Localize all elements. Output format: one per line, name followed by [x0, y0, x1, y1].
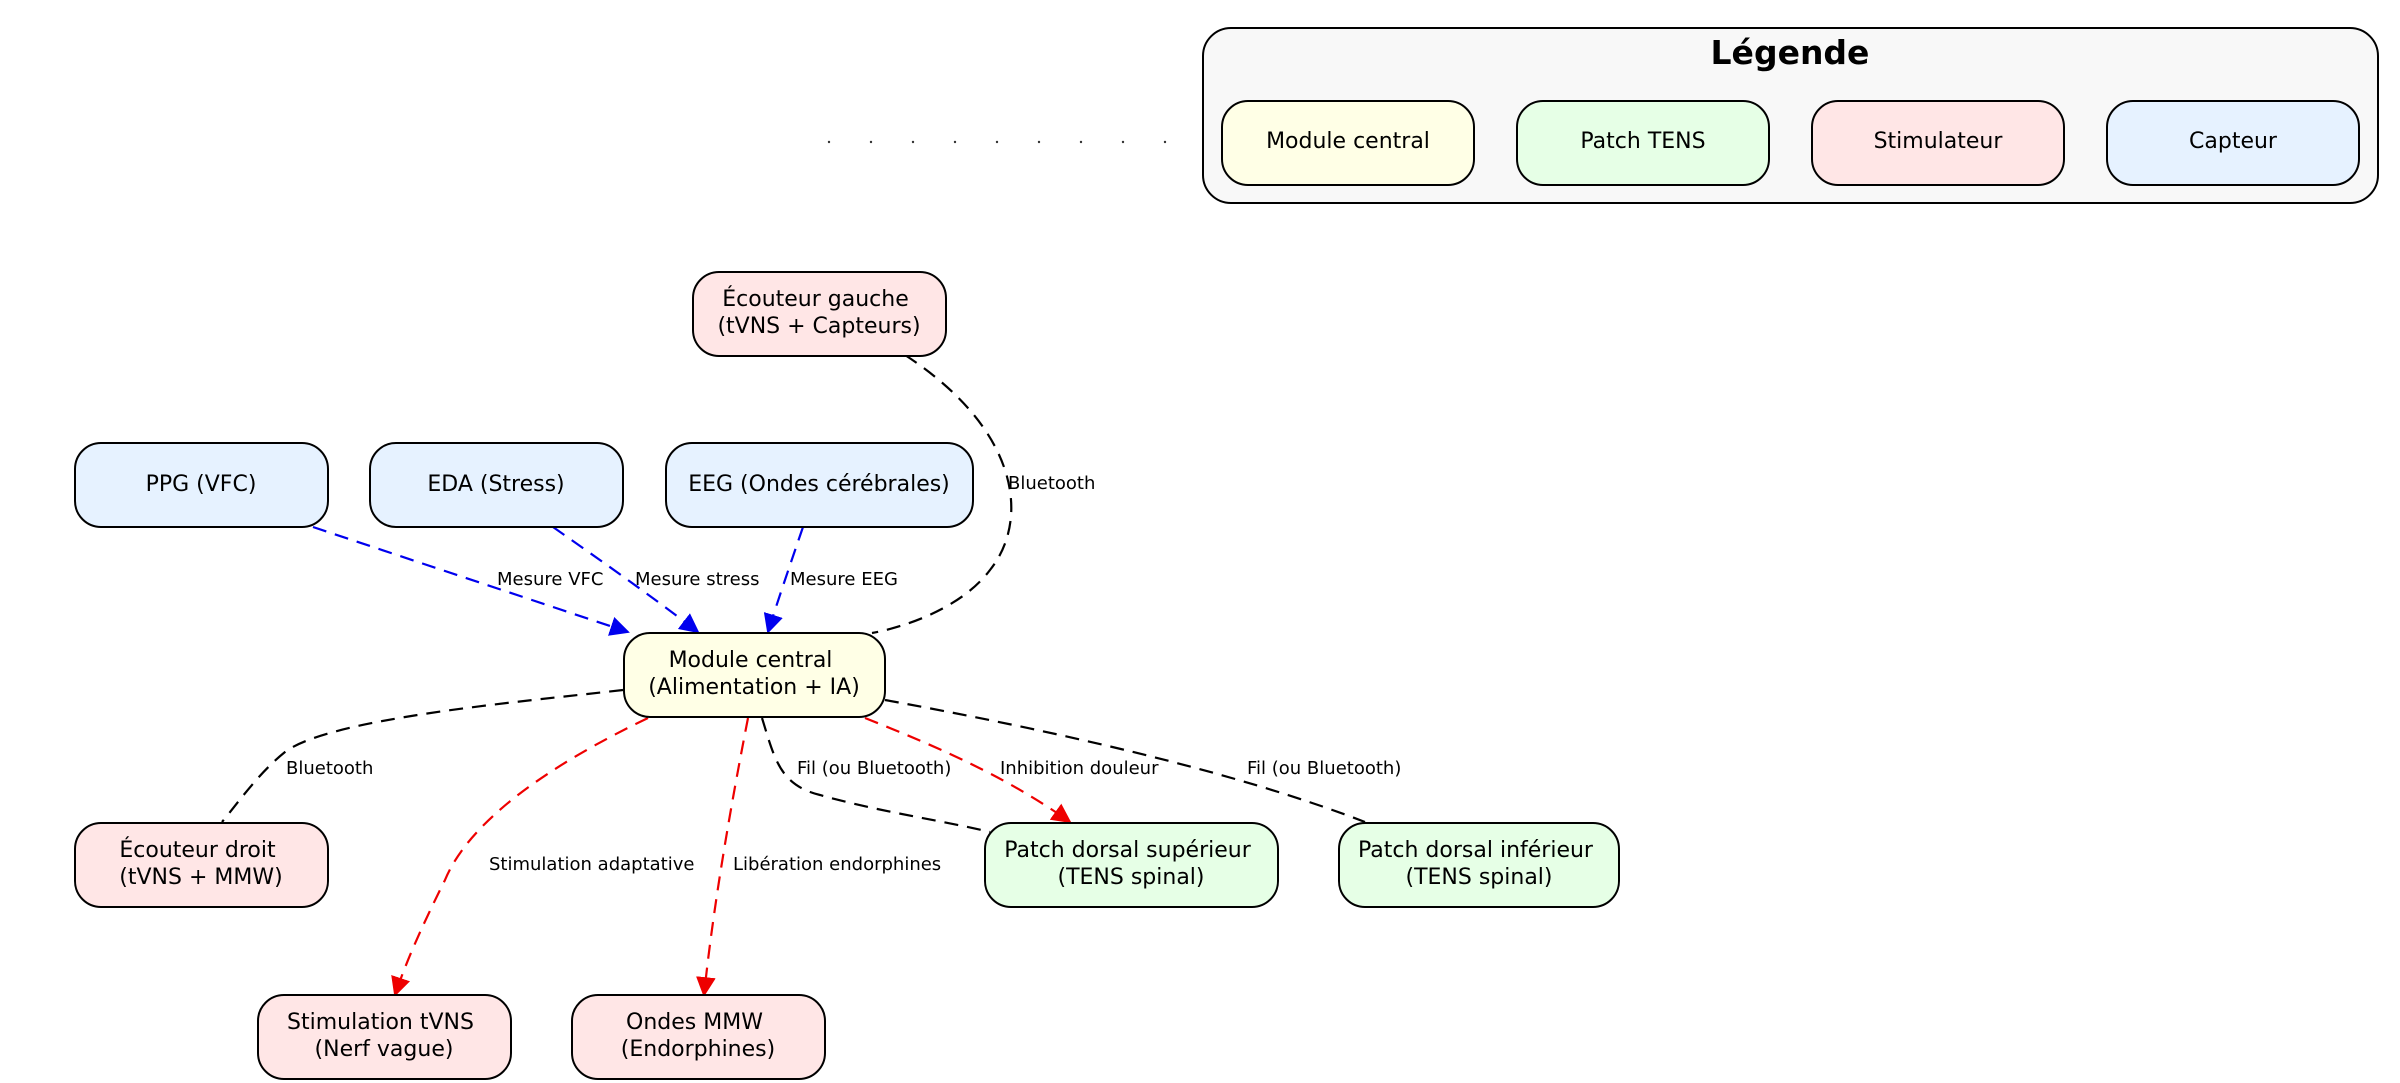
- edge-mesure-eeg: [763, 526, 805, 634]
- node-label-line1: Module central: [669, 648, 833, 673]
- edge-liberation-endorphines: [696, 717, 750, 997]
- node-label-line2: (TENS spinal): [1058, 865, 1205, 890]
- edge-label-inhibition-douleur: Inhibition douleur: [1000, 758, 1159, 779]
- node-label-line1: EEG (Ondes cérébrales): [688, 472, 950, 497]
- edge-inhibition-douleur: [864, 716, 1072, 824]
- svg-text:Patch dorsal supérieur: Patch dorsal supérieur (TENS spinal): [1004, 838, 1258, 890]
- node-patch-inferieur: Patch dorsal inférieur (TENS spinal): [1338, 822, 1620, 908]
- svg-text:Écouteur droit (tVNS +: Écouteur droit (tVNS + MMW): [119, 837, 282, 890]
- edge-label-bluetooth-droit: Bluetooth: [286, 758, 373, 779]
- legend-item-label: Capteur: [2189, 129, 2278, 154]
- edge-mesure-vfc: [312, 525, 630, 636]
- legend-item-label: Patch TENS: [1580, 129, 1705, 154]
- edge-label-mesure-vfc: Mesure VFC: [497, 569, 603, 590]
- edge-bluetooth-gauche: [871, 354, 1013, 635]
- edge-label-fil-superieur: Fil (ou Bluetooth): [797, 758, 951, 779]
- node-ecouteur-droit: Écouteur droit (tVNS + MMW): [74, 822, 329, 908]
- legend-item-patch: Patch TENS: [1516, 100, 1770, 186]
- edge-bluetooth-droit: [221, 688, 624, 823]
- edge-label-fil-inferieur: Fil (ou Bluetooth): [1247, 758, 1401, 779]
- node-stimulation-tvns: Stimulation tVNS (Nerf vague): [257, 994, 512, 1080]
- node-patch-superieur: Patch dorsal supérieur (TENS spinal): [984, 822, 1279, 908]
- svg-text:Module central (Alimen: Module central (Alimentation + IA): [648, 648, 860, 700]
- legend-dotted-line: [827, 140, 1167, 144]
- svg-text:Écouteur gauche (tVNS: Écouteur gauche (tVNS + Capteurs): [717, 286, 920, 339]
- edge-label-mesure-eeg: Mesure EEG: [790, 569, 898, 590]
- node-eda: EDA (Stress): [369, 442, 624, 528]
- legend-box: [1202, 27, 2379, 204]
- node-label-line1: PPG (VFC): [146, 472, 257, 497]
- legend-item-sensor: Capteur: [2106, 100, 2360, 186]
- node-label-line1: Ondes MMW: [626, 1010, 763, 1035]
- node-label-line2: (TENS spinal): [1406, 865, 1553, 890]
- node-label-line1: Écouteur droit: [119, 837, 276, 863]
- edge-stimulation-adaptative: [391, 717, 649, 997]
- legend-item-label: Module central: [1266, 129, 1430, 154]
- edge-label-liberation-endorphines: Libération endorphines: [733, 854, 941, 875]
- svg-text:Stimulation tVNS (Nerf: Stimulation tVNS (Nerf vague): [287, 1010, 481, 1062]
- node-label-line2: (Alimentation + IA): [648, 675, 860, 700]
- node-ecouteur-gauche: Écouteur gauche (tVNS + Capteurs): [692, 271, 947, 357]
- node-ondes-mmw: Ondes MMW (Endorphines): [571, 994, 826, 1080]
- edge-fil-superieur: [760, 717, 991, 834]
- edge-fil-inferieur: [884, 698, 1366, 824]
- node-label-line1: Patch dorsal supérieur: [1004, 838, 1251, 863]
- node-label-line2: (tVNS + Capteurs): [717, 314, 920, 339]
- legend-title: Légende: [1711, 33, 1870, 72]
- node-label-line1: Patch dorsal inférieur: [1358, 838, 1594, 863]
- node-label-line2: (tVNS + MMW): [119, 865, 282, 890]
- svg-text:Ondes MMW (Endorphines: Ondes MMW (Endorphines): [621, 1010, 775, 1062]
- node-label-line1: EDA (Stress): [427, 472, 564, 497]
- edge-label-mesure-stress: Mesure stress: [635, 569, 759, 590]
- edges: [221, 354, 1366, 997]
- node-label-line2: (Endorphines): [621, 1037, 775, 1062]
- node-label-line1: Écouteur gauche: [722, 286, 909, 312]
- legend: Légende Module central Patch TENS Stimul…: [1202, 27, 2379, 204]
- edge-label-bluetooth-gauche: Bluetooth: [1008, 473, 1095, 494]
- node-label-line1: Stimulation tVNS: [287, 1010, 474, 1035]
- edge-labels: Bluetooth Mesure VFC Mesure stress Mesur…: [286, 473, 1401, 875]
- edge-label-stimulation-adaptative: Stimulation adaptative: [489, 854, 694, 875]
- legend-item-label: Stimulateur: [1874, 129, 2004, 154]
- node-module-central: Module central (Alimentation + IA): [623, 632, 886, 718]
- node-eeg: EEG (Ondes cérébrales): [665, 442, 974, 528]
- nodes: Écouteur gauche (tVNS + Capteurs) PPG (V…: [74, 271, 1620, 1080]
- legend-item-module: Module central: [1221, 100, 1475, 186]
- svg-text:Patch dorsal inférieur: Patch dorsal inférieur (TENS spinal): [1358, 838, 1600, 890]
- node-label-line2: (Nerf vague): [315, 1037, 454, 1062]
- node-ppg: PPG (VFC): [74, 442, 329, 528]
- legend-item-stimulator: Stimulateur: [1811, 100, 2065, 186]
